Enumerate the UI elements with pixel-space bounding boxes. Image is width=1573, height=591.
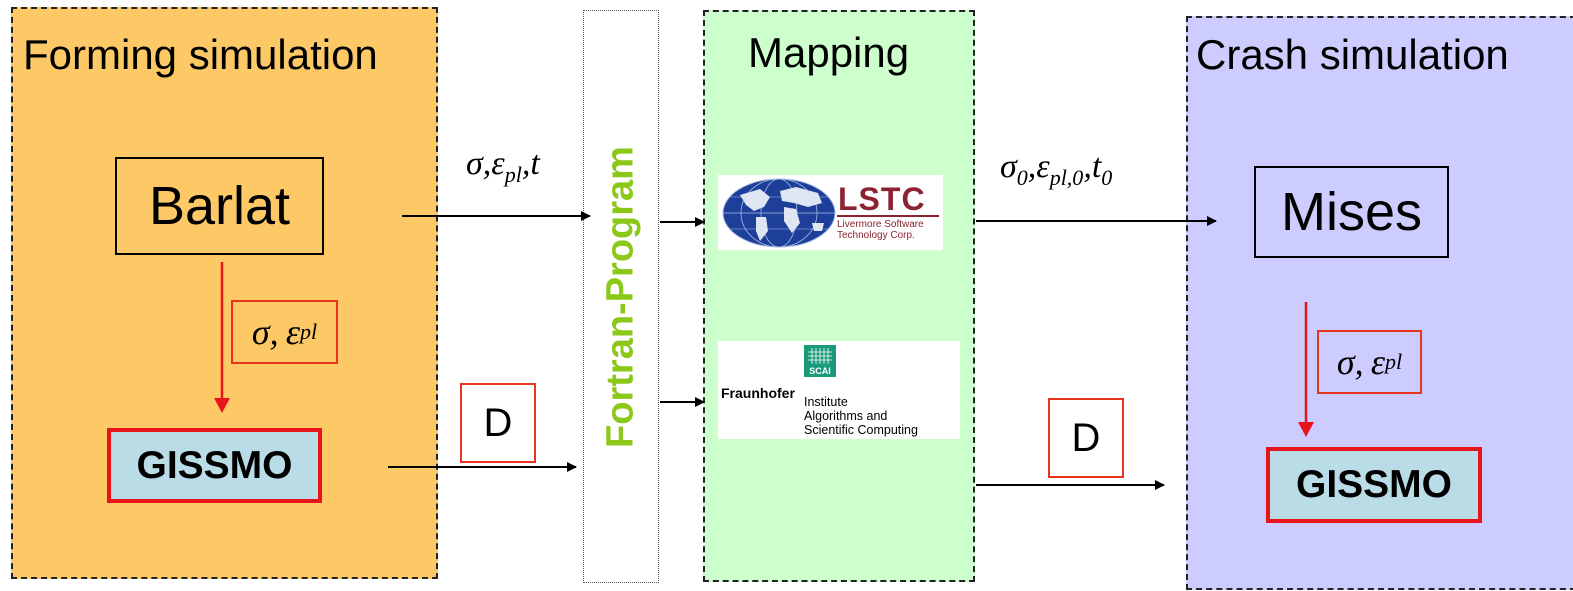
globe-icon xyxy=(722,178,836,248)
lstc-divider xyxy=(837,215,939,217)
damage-left-box: D xyxy=(460,383,536,463)
lstc-logo: LSTC Livermore Software Technology Corp. xyxy=(718,175,943,250)
barlat-to-gissmo-arrowhead xyxy=(214,398,230,413)
gissmo-right-box: GISSMO xyxy=(1266,447,1482,523)
forming-simulation-title: Forming simulation xyxy=(23,31,378,78)
fraunhofer-scai-logo: SCAI Fraunhofer Institute Algorithms and… xyxy=(718,341,960,439)
epsilon-symbol: ε xyxy=(1370,342,1386,382)
fortran-program-panel: Fortran-Program xyxy=(583,10,659,583)
mises-model-box: Mises xyxy=(1254,166,1449,258)
epsilon-symbol: ε xyxy=(285,312,301,352)
mapping-panel xyxy=(703,10,975,582)
fraunhofer-line-3: Scientific Computing xyxy=(804,423,918,437)
mapping-title: Mapping xyxy=(748,29,910,76)
lstc-line-2: Technology Corp. xyxy=(837,230,915,241)
fraunhofer-line-2: Algorithms and xyxy=(804,409,888,423)
damage-right-box: D xyxy=(1048,398,1124,478)
scai-badge-icon: SCAI xyxy=(804,345,836,377)
export-variables-label: σ,εpl,t xyxy=(466,145,540,187)
gissmo-left-box: GISSMO xyxy=(107,428,322,503)
fraunhofer-name: Fraunhofer xyxy=(721,385,795,401)
mises-to-gissmo-arrowhead xyxy=(1298,422,1314,437)
crash-simulation-title: Crash simulation xyxy=(1196,31,1509,78)
lstc-name: LSTC xyxy=(838,181,926,217)
sigma-symbol: σ xyxy=(251,312,270,352)
barlat-model-box: Barlat xyxy=(115,157,324,255)
import-variables-label: σ0,εpl,0,t0 xyxy=(1000,148,1113,190)
sigma-symbol: σ xyxy=(1336,342,1355,382)
lstc-line-1: Livermore Software xyxy=(837,219,924,230)
fraunhofer-line-1: Institute xyxy=(804,395,848,409)
scai-badge-text: SCAI xyxy=(809,366,831,376)
